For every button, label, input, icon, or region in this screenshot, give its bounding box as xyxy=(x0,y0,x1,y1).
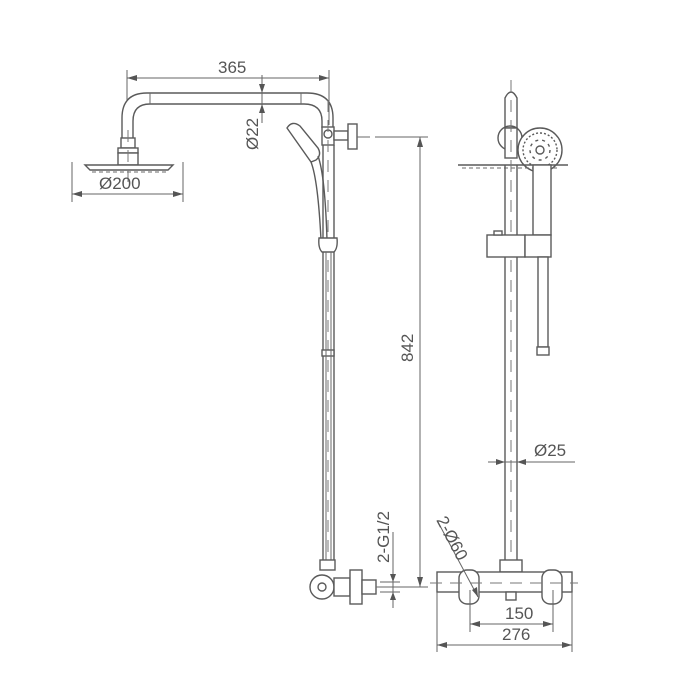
head-diameter-label: Ø200 xyxy=(99,174,141,193)
hose-front xyxy=(536,256,550,356)
hand-shower-handle xyxy=(532,164,552,236)
mixer-width-label: 276 xyxy=(502,625,530,644)
hose-side xyxy=(325,252,332,560)
slider-bracket xyxy=(486,230,552,258)
dim-inlet-thread: 2-G1/2 xyxy=(374,511,400,608)
inlet-centers-label: 150 xyxy=(505,604,533,623)
escutcheon-diameter-label: 2-Ø60 xyxy=(432,513,471,564)
arm-diameter-label: Ø22 xyxy=(243,118,262,150)
dim-arm-diameter: Ø22 xyxy=(243,75,265,150)
front-view xyxy=(430,80,578,605)
column-height-label: 842 xyxy=(398,334,417,362)
hand-shower-side xyxy=(286,122,338,253)
dim-head-diameter: Ø200 xyxy=(71,162,184,202)
thermostatic-mixer xyxy=(430,559,578,605)
wall-bracket xyxy=(333,123,370,150)
inlet-thread-label: 2-G1/2 xyxy=(374,511,393,563)
shower-rail-front xyxy=(504,80,518,590)
dim-arm-length: 365 xyxy=(126,58,330,125)
mixer-side xyxy=(309,559,410,605)
dim-column-height: 842 xyxy=(375,136,428,588)
arm-length-label: 365 xyxy=(218,58,246,77)
dim-inlet-centers: 150 xyxy=(469,590,554,632)
rail-diameter-label: Ø25 xyxy=(534,441,566,460)
dim-mixer-width: 276 xyxy=(436,592,573,652)
rain-shower-head-side xyxy=(83,130,175,182)
side-view xyxy=(83,92,410,605)
dim-rail-diameter: Ø25 xyxy=(488,441,575,465)
shower-rail-side xyxy=(321,100,335,570)
shower-arm xyxy=(121,92,334,138)
